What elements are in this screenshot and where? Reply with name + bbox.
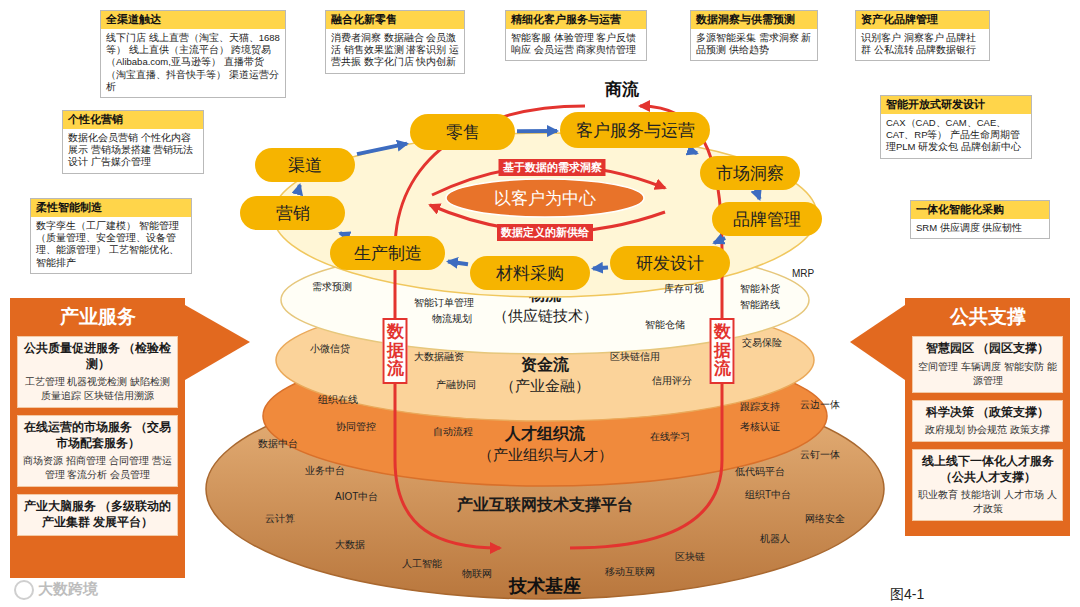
layer-subtitle: （产业金融） (275, 376, 815, 396)
service-body: 商场资源 招商管理 合同管理 营运管理 客流分析 会员管理 (23, 454, 172, 482)
panel-arrow (185, 305, 250, 380)
ring-segment-label: 客户服务与运营 (576, 119, 695, 142)
callout-heading: 一体化智能化采购 (911, 201, 1049, 219)
callout-heading: 智能开放式研发设计 (881, 96, 1031, 114)
panel-arrow (850, 305, 905, 380)
callout-box: 全渠道触达线下门店 线上直营（淘宝、天猫、1688等） 线上直供（主流平台） 跨… (100, 10, 286, 98)
callout-body: 线下门店 线上直营（淘宝、天猫、1688等） 线上直供（主流平台） 跨境贸易（A… (101, 29, 285, 98)
callout-heading: 精细化客户服务与运营 (506, 11, 646, 29)
ring-segment-label: 营销 (276, 202, 310, 225)
layer-subtitle: （产业组织与人才） (262, 445, 828, 465)
callout-box: 一体化智能化采购SRM 供应调度 供应韧性 (910, 200, 1050, 239)
service-heading: 智慧园区 （园区支撑） (918, 341, 1057, 357)
ring-segment: 营销 (240, 196, 345, 230)
center-ellipse: 以客户为中心 (445, 178, 645, 218)
cycle-arrow (688, 150, 697, 153)
cycle-arrow (757, 192, 760, 199)
callout-box: 融合化新零售消费者洞察 数据融合 会员激活 销售效果监测 潜客识别 运营共振 数… (325, 10, 465, 74)
callout-body: SRM 供应调度 供应韧性 (911, 219, 1049, 238)
layer-title: 资金流 (275, 355, 815, 376)
service-body: 工艺管理 机器视觉检测 缺陷检测 质量追踪 区块链信用溯源 (23, 375, 172, 403)
callout-box: 资产化品牌管理识别客户 洞察客户 品牌社群 公私流转 品牌数据银行 (855, 10, 990, 61)
ring-segment: 研发设计 (610, 246, 730, 280)
callout-body: 消费者洞察 数据融合 会员激活 销售效果监测 潜客识别 运营共振 数字化门店 快… (326, 29, 464, 73)
service-body: 空间管理 车辆调度 智能安防 能源管理 (918, 360, 1057, 388)
callout-body: 多源智能采集 需求洞察 新品预测 供给趋势 (691, 29, 817, 61)
cycle-arrow (340, 233, 342, 234)
callout-body: 识别客户 洞察客户 品牌社群 公私流转 品牌数据银行 (856, 29, 989, 61)
side-panel: 公共支撑智慧园区 （园区支撑） 空间管理 车辆调度 智能安防 能源管理科学决策 （… (905, 298, 1070, 536)
figure-number: 图4-1 (890, 586, 924, 604)
ring-segment-label: 零售 (446, 121, 480, 144)
panel-title: 公共支撑 (912, 304, 1063, 330)
layer-title: 产业互联网技术支撑平台 (205, 495, 885, 516)
ring-segment: 市场洞察 (700, 156, 800, 190)
ring-segment-label: 市场洞察 (716, 162, 784, 185)
callout-heading: 柔性智能制造 (31, 199, 191, 217)
callout-heading: 资产化品牌管理 (856, 11, 989, 29)
service-body: 职业教育 技能培训 人才市场 人才政策 (918, 488, 1057, 516)
service-box: 科学决策 （政策支撑） 政府规划 协会规范 政策支撑 (912, 400, 1063, 443)
flow-name: 商流 (605, 78, 639, 101)
cycle-arrow (357, 144, 407, 154)
ring-segment: 生产制造 (330, 236, 445, 270)
callout-heading: 数据洞察与供需预测 (691, 11, 817, 29)
service-heading: 线上线下一体化人才服务 （公共人才支撑） (918, 454, 1057, 485)
callout-box: 精细化客户服务与运营智能客服 体验管理 客户反馈响应 会员运营 商家舆情管理 (505, 10, 647, 61)
center-label: 以客户为中心 (494, 187, 596, 210)
service-body: 政府规划 协会规范 政策支撑 (918, 423, 1057, 437)
layer-subtitle: （供应链技术） (280, 306, 810, 326)
callout-box: 柔性智能制造数字孪生（工厂建模） 智能管理（质量管理、安全管理、设备管理、能源管… (30, 198, 192, 274)
arc-label: 数据定义的新供给 (497, 224, 593, 241)
service-heading: 在线运营的市场服务 （交易市场配套服务） (23, 420, 172, 451)
callout-heading: 全渠道触达 (101, 11, 285, 29)
ring-segment-label: 材料采购 (496, 262, 564, 285)
ellipse-shape (263, 346, 827, 486)
watermark: 大数跨境 (38, 580, 98, 599)
callout-body: 智能客服 体验管理 客户反馈响应 会员运营 商家舆情管理 (506, 29, 646, 61)
service-box: 产业大脑服务 （多级联动的产业集群 发展平台） (17, 494, 178, 535)
layer-title: 人才组织流 (262, 424, 828, 445)
arc-label: 基于数据的需求洞察 (499, 159, 606, 176)
ring-segment-label: 研发设计 (636, 252, 704, 275)
callout-box: 智能开放式研发设计CAX（CAD、CAM、CAE、CAT、RP等） 产品生命周期… (880, 95, 1032, 159)
callout-body: CAX（CAD、CAM、CAE、CAT、RP等） 产品生命周期管理PLM 研发众… (881, 114, 1031, 158)
watermark-logo (15, 581, 33, 599)
ellipse-shape (206, 379, 884, 599)
ellipse-shape (276, 299, 814, 421)
panel-title: 产业服务 (17, 304, 178, 330)
service-box: 公共质量促进服务 （检验检测） 工艺管理 机器视觉检测 缺陷检测 质量追踪 区块链… (17, 336, 178, 408)
callout-heading: 个性化营销 (63, 111, 203, 129)
ellipse-shape (281, 246, 809, 354)
ring-segment: 客户服务与运营 (560, 112, 710, 148)
callout-box: 数据洞察与供需预测多源智能采集 需求洞察 新品预测 供给趋势 (690, 10, 818, 61)
ellipse-shape (446, 179, 644, 217)
layer-item: MRP (792, 268, 814, 279)
service-box: 在线运营的市场服务 （交易市场配套服务） 商场资源 招商管理 合同管理 营运管理 … (17, 415, 178, 487)
callout-body: 数字孪生（工厂建模） 智能管理（质量管理、安全管理、设备管理、能源管理） 工艺智… (31, 217, 191, 273)
service-heading: 公共质量促进服务 （检验检测） (23, 341, 172, 372)
ring-segment: 品牌管理 (712, 202, 822, 236)
cycle-arrow (517, 129, 557, 133)
callout-heading: 融合化新零售 (326, 11, 464, 29)
ring-segment: 零售 (410, 114, 515, 150)
callout-body: 数据化会员营销 个性化内容展示 营销场景搭建 营销玩法设计 广告媒介管理 (63, 129, 203, 173)
service-box: 智慧园区 （园区支撑） 空间管理 车辆调度 智能安防 能源管理 (912, 336, 1063, 393)
ring-segment-label: 渠道 (288, 154, 322, 177)
ring-segment: 材料采购 (470, 256, 590, 290)
ring-segment: 渠道 (255, 148, 355, 182)
ring-segment-label: 生产制造 (354, 242, 422, 265)
service-heading: 科学决策 （政策支撑） (918, 405, 1057, 421)
service-box: 线上线下一体化人才服务 （公共人才支撑） 职业教育 技能培训 人才市场 人才政策 (912, 449, 1063, 521)
side-panel: 产业服务公共质量促进服务 （检验检测） 工艺管理 机器视觉检测 缺陷检测 质量追踪… (10, 298, 185, 578)
cycle-arrow (714, 238, 725, 243)
service-heading: 产业大脑服务 （多级联动的产业集群 发展平台） (23, 499, 172, 530)
callout-box: 个性化营销数据化会员营销 个性化内容展示 营销场景搭建 营销玩法设计 广告媒介管… (62, 110, 204, 174)
cycle-arrow (297, 185, 299, 194)
ring-segment-label: 品牌管理 (733, 208, 801, 231)
